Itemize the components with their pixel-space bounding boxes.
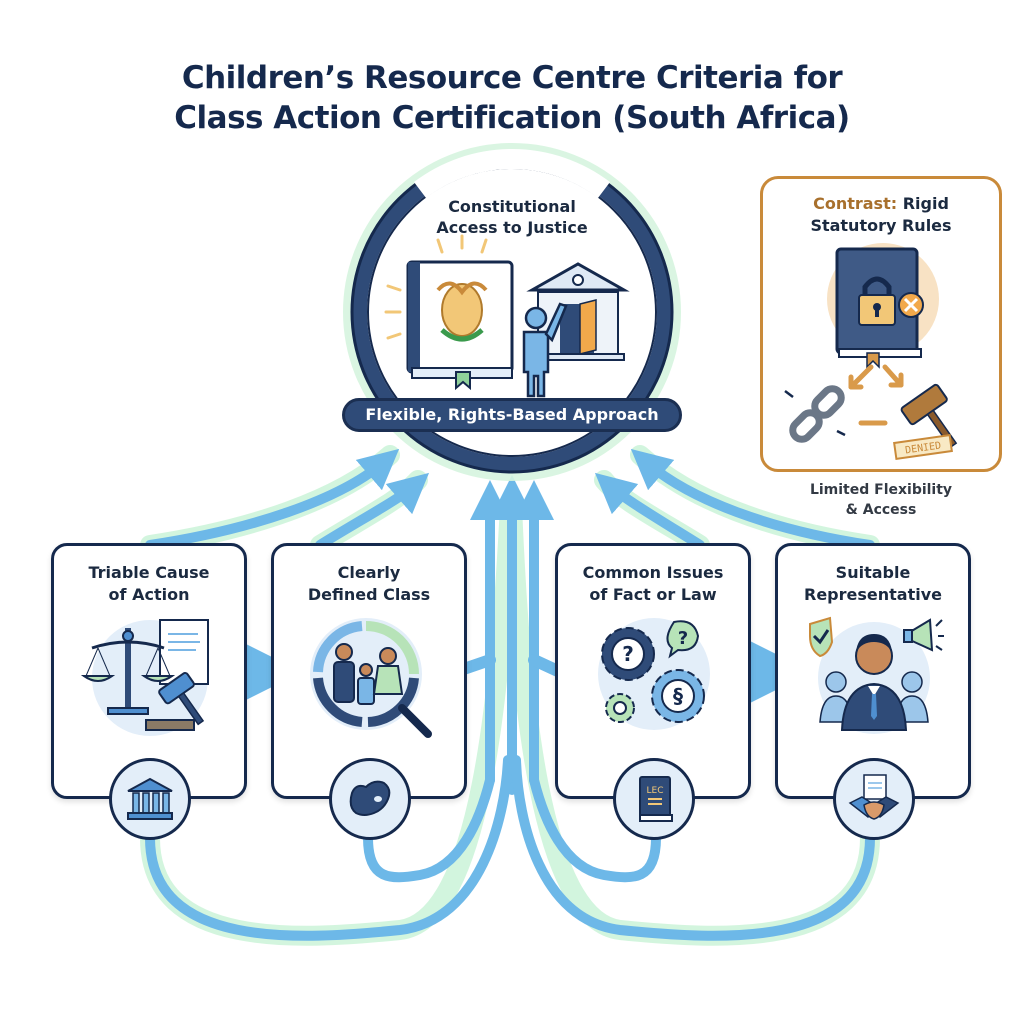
locked-book-icon — [835, 247, 924, 369]
denied-stamp-icon: DENIED — [893, 434, 953, 460]
courthouse-badge — [109, 758, 191, 840]
south-africa-map-icon — [349, 780, 391, 816]
family-magnifier-icon — [310, 618, 432, 738]
svg-text:§: § — [673, 684, 683, 708]
contrast-caption: Limited Flexibility & Access — [809, 482, 953, 518]
handshake-badge — [833, 758, 915, 840]
page-title: Children’s Resource Centre Criteria for … — [0, 58, 1024, 138]
lec-book-badge: LEC — [613, 758, 695, 840]
contrast-box: Contrast: Rigid Statutory Rules — [760, 176, 1002, 472]
title-line-2: Class Action Certification (South Africa… — [174, 100, 850, 136]
gears-questions-section-icon: ? ? § — [598, 618, 710, 730]
criterion-card-defined-class: Clearly Defined Class — [271, 543, 467, 799]
criterion-card-triable-cause: Triable Cause of Action — [51, 543, 247, 799]
handshake-document-icon — [848, 774, 900, 820]
svg-text:DENIED: DENIED — [905, 441, 942, 457]
contrast-accent: Contrast: — [813, 194, 898, 213]
courthouse-open-door-icon — [526, 262, 630, 361]
criterion-card-suitable-representative: Suitable Representative — [775, 543, 971, 799]
constitution-book-icon — [406, 260, 514, 391]
person-reaching-icon — [522, 302, 568, 398]
criterion-card-common-issues: Common Issues of Fact or Law ? ? § — [555, 543, 751, 799]
scales-gavel-document-icon — [80, 619, 209, 736]
svg-text:?: ? — [678, 628, 688, 649]
hub-title: Constitutional Access to Justice — [436, 197, 588, 237]
title-line-1: Children’s Resource Centre Criteria for — [181, 60, 843, 96]
representative-shield-megaphone-icon — [809, 616, 944, 734]
svg-text:LEC: LEC — [647, 786, 664, 796]
lec-book-icon: LEC — [639, 776, 673, 822]
broken-chain-icon — [784, 385, 846, 443]
courthouse-icon — [127, 777, 173, 820]
svg-text:?: ? — [622, 642, 634, 666]
south-africa-map-badge — [329, 758, 411, 840]
hub-banner: Flexible, Rights-Based Approach — [342, 398, 682, 432]
